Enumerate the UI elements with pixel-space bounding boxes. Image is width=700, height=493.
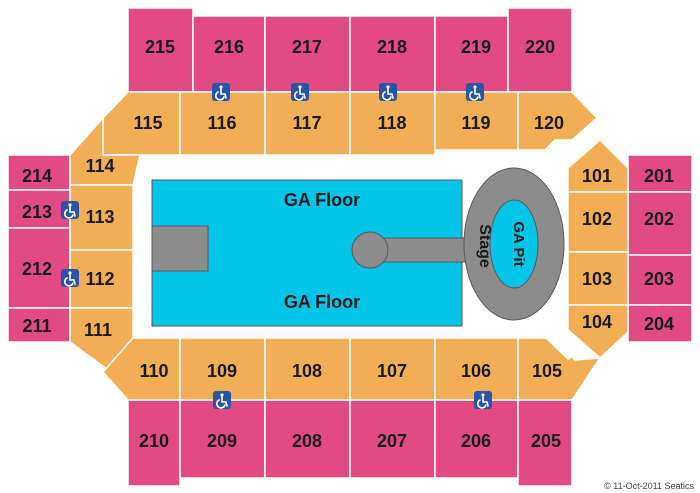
label-101: 101 xyxy=(582,166,612,186)
label-204: 204 xyxy=(644,314,674,334)
label-103: 103 xyxy=(582,269,612,289)
label-118: 118 xyxy=(377,113,406,133)
accessible-icons xyxy=(61,83,492,409)
label-218: 218 xyxy=(377,37,407,57)
wheelchair-icon xyxy=(466,83,484,101)
wheelchair-icon xyxy=(212,83,230,101)
wheelchair-icon xyxy=(291,83,309,101)
label-117: 117 xyxy=(292,113,321,133)
upper-level xyxy=(7,7,693,487)
label-109: 109 xyxy=(207,361,237,381)
label-115: 115 xyxy=(133,113,162,133)
label-208: 208 xyxy=(292,431,322,451)
label-112: 112 xyxy=(85,269,114,289)
label-120: 120 xyxy=(534,113,564,133)
label-220: 220 xyxy=(525,37,555,57)
label-216: 216 xyxy=(214,37,244,57)
label-102: 102 xyxy=(582,209,612,229)
label-210: 210 xyxy=(139,431,169,451)
label-105: 105 xyxy=(532,361,562,381)
label-107: 107 xyxy=(377,361,407,381)
label-211: 211 xyxy=(22,316,51,336)
label-213: 213 xyxy=(22,202,52,222)
b-stage xyxy=(351,231,389,269)
label-207: 207 xyxy=(377,431,407,451)
label-104: 104 xyxy=(582,312,612,332)
copyright-credit: © 11-Oct-2011 Seatics xyxy=(604,481,694,491)
label-219: 219 xyxy=(461,37,491,57)
label-202: 202 xyxy=(644,209,674,229)
label-108: 108 xyxy=(292,361,322,381)
section-120[interactable] xyxy=(517,91,599,151)
stage-label: Stage xyxy=(476,224,493,268)
wheelchair-icon xyxy=(474,391,492,409)
wheelchair-icon xyxy=(379,83,397,101)
label-106: 106 xyxy=(461,361,491,381)
label-206: 206 xyxy=(461,431,491,451)
lower-level xyxy=(69,91,629,401)
section-labels: 215 216 217 218 219 220 214 213 212 211 … xyxy=(22,37,674,451)
label-113: 113 xyxy=(85,207,114,227)
mix-position xyxy=(151,225,209,272)
label-215: 215 xyxy=(145,37,175,57)
wheelchair-icon xyxy=(61,201,79,219)
label-116: 116 xyxy=(207,113,236,133)
label-205: 205 xyxy=(531,431,561,451)
label-217: 217 xyxy=(292,37,322,57)
label-212: 212 xyxy=(22,259,52,279)
label-119: 119 xyxy=(461,113,490,133)
ga-floor-label-bottom: GA Floor xyxy=(284,292,360,312)
label-201: 201 xyxy=(644,166,674,186)
floor-area xyxy=(133,140,585,360)
wheelchair-icon xyxy=(213,391,231,409)
label-203: 203 xyxy=(644,269,674,289)
label-209: 209 xyxy=(207,431,237,451)
ga-floor-label-top: GA Floor xyxy=(284,190,360,210)
label-110: 110 xyxy=(139,361,168,381)
ga-pit[interactable] xyxy=(489,199,539,289)
label-111: 111 xyxy=(84,320,112,340)
wheelchair-icon xyxy=(61,269,79,287)
catwalk xyxy=(379,237,471,263)
ga-pit-label: GA Pit xyxy=(510,221,527,266)
label-214: 214 xyxy=(22,166,52,186)
label-114: 114 xyxy=(85,156,114,176)
